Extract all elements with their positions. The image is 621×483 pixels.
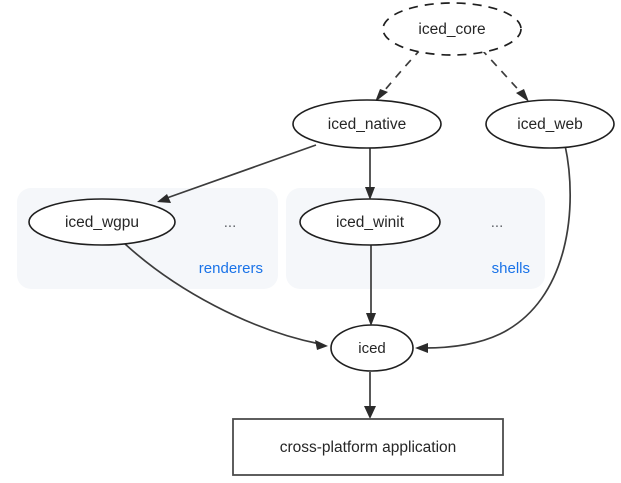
- cluster-renderers-label: renderers: [199, 260, 263, 277]
- node-iced-native[interactable]: iced_native: [292, 99, 442, 149]
- edge-iced_native-to-iced_wgpu: [157, 144, 317, 203]
- edge-arrowhead: [365, 187, 375, 200]
- node-iced-native-label: iced_native: [328, 116, 406, 133]
- edge-path: [378, 48, 422, 98]
- node-iced-native-shape[interactable]: [292, 99, 442, 149]
- edge-iced_wgpu-to-iced: [123, 242, 328, 350]
- node-iced-wgpu-label: iced_wgpu: [65, 214, 139, 231]
- node-iced-winit-label: iced_winit: [336, 214, 405, 231]
- node-iced-wgpu[interactable]: iced_wgpu: [28, 198, 176, 246]
- edge-iced_core-to-iced_native: [375, 48, 422, 102]
- edge-arrowhead: [375, 89, 388, 102]
- edge-path: [163, 144, 317, 200]
- edge-path: [480, 48, 526, 98]
- edge-path: [123, 242, 321, 345]
- node-iced-core[interactable]: iced_core: [382, 2, 522, 56]
- node-iced-shape[interactable]: [330, 324, 414, 372]
- edge-iced_core-to-iced_web: [480, 48, 529, 102]
- cluster-shells-label: shells: [492, 260, 530, 277]
- node-cross-platform-application[interactable]: cross-platform application: [232, 418, 504, 476]
- edge-iced_native-to-iced_winit: [365, 148, 375, 200]
- edge-arrowhead: [315, 340, 328, 350]
- node-iced[interactable]: iced: [330, 324, 414, 372]
- node-iced-winit-shape[interactable]: [299, 198, 441, 246]
- node-iced-core-shape[interactable]: [382, 2, 522, 56]
- node-iced-core-label: iced_core: [418, 21, 485, 38]
- edge-iced_web-to-iced: [415, 144, 572, 353]
- edge-arrowhead: [516, 89, 529, 102]
- node-iced-winit[interactable]: iced_winit: [299, 198, 441, 246]
- edge-arrowhead: [415, 343, 428, 353]
- node-cross-platform-application-label: cross-platform application: [280, 439, 457, 456]
- edge-path: [423, 144, 572, 349]
- cluster-shells-more: ...: [491, 214, 504, 231]
- node-iced-web-shape[interactable]: [485, 99, 615, 149]
- node-iced-web-label: iced_web: [517, 116, 583, 133]
- edge-arrowhead: [364, 406, 376, 419]
- node-iced-wgpu-shape[interactable]: [28, 198, 176, 246]
- edge-iced-to-app: [364, 372, 376, 419]
- cluster-renderers-more: ...: [224, 214, 237, 231]
- node-iced-web[interactable]: iced_web: [485, 99, 615, 149]
- node-iced-label: iced: [358, 340, 386, 357]
- node-cross-platform-application-shape[interactable]: [232, 418, 504, 476]
- edge-arrowhead: [366, 313, 376, 326]
- edge-arrowhead: [157, 194, 171, 203]
- edge-iced_winit-to-iced: [366, 245, 376, 326]
